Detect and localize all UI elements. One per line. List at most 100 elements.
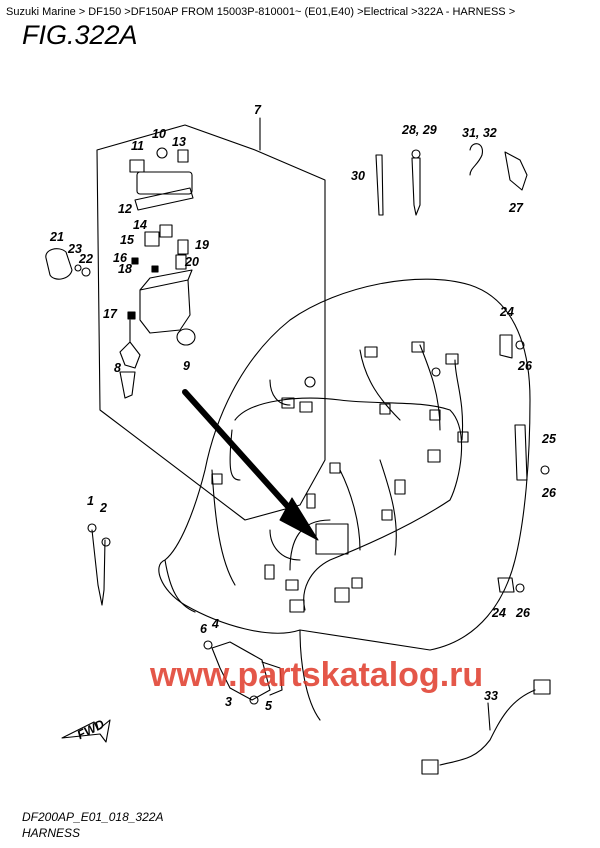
callout-17: 17	[103, 307, 118, 321]
extension-harness-33	[439, 689, 536, 766]
breadcrumb[interactable]: Suzuki Marine > DF150 >DF150AP FROM 1500…	[6, 6, 516, 18]
connector	[381, 509, 393, 521]
connector	[211, 473, 223, 485]
callout-22: 22	[78, 252, 93, 266]
fuse-13	[177, 149, 189, 163]
callout-8: 8	[114, 361, 121, 375]
connector	[445, 353, 459, 365]
grommet-9	[176, 328, 196, 346]
callout-26-bottom: 26	[515, 606, 531, 620]
figure-title: FIG.322A	[22, 20, 138, 50]
callout-24-bottom: 24	[491, 606, 506, 620]
fwd-label: FWD	[75, 717, 107, 742]
bolt-26-mid	[540, 465, 550, 475]
pointer-arrow-shaft	[182, 389, 303, 523]
connector	[281, 397, 295, 409]
connector	[264, 564, 275, 580]
engine-cover-outline	[158, 278, 531, 651]
clip-17	[127, 311, 136, 320]
callout-1: 1	[87, 494, 94, 508]
connector	[285, 579, 299, 591]
grommet	[304, 376, 316, 388]
ground-wire-1	[91, 529, 103, 606]
relay-15	[144, 231, 160, 247]
callout-31-32: 31, 32	[462, 126, 497, 140]
callout-15: 15	[120, 233, 135, 247]
connector	[306, 493, 316, 509]
bolt-6	[203, 640, 213, 650]
fuse-seal-12	[134, 187, 194, 211]
terminal-1	[87, 523, 97, 533]
fuse-19	[177, 239, 189, 255]
clip-18	[151, 265, 159, 273]
relay-14	[159, 224, 173, 238]
callout-24-top: 24	[499, 305, 514, 319]
harness-lead-8	[119, 319, 141, 369]
bracket-25	[514, 424, 528, 481]
nut-22	[81, 267, 91, 277]
bracket-24-top	[499, 334, 513, 359]
watermark: www.partskatalog.ru	[150, 656, 484, 694]
parts-box-outline	[96, 124, 326, 521]
callout-2: 2	[99, 501, 107, 515]
bracket-24-bottom	[497, 577, 515, 593]
cable-tie-28-29	[411, 157, 421, 216]
callout-16: 16	[113, 251, 128, 265]
pointer-arrow-head	[279, 497, 319, 541]
nut-5	[249, 695, 259, 705]
bolt-26-top	[515, 340, 525, 350]
connector	[427, 449, 441, 463]
connector-33-b	[421, 759, 439, 775]
clip-27	[504, 151, 528, 191]
connector-33-a	[533, 679, 551, 695]
connector	[457, 431, 469, 443]
bolt-26-bottom	[515, 583, 525, 593]
engine-cover-lower	[164, 559, 321, 721]
callout-11: 11	[131, 139, 144, 153]
fuse-box-9	[139, 279, 191, 334]
washer-23	[74, 264, 82, 272]
clip-31-32	[469, 143, 483, 176]
tie-head-28	[411, 149, 421, 159]
connector	[299, 401, 313, 413]
connector	[379, 403, 391, 415]
callout-4: 4	[211, 617, 219, 631]
callout-33: 33	[484, 689, 498, 703]
ground-wire-2	[101, 539, 106, 606]
connector	[351, 577, 363, 589]
fuse-20	[175, 254, 187, 270]
nut-10	[156, 147, 168, 159]
connector	[394, 479, 406, 495]
callout-labels: 7 10 13 11 12 14 15 19 16 20 18 17 9 8 2…	[49, 103, 557, 742]
diagram-code: DF200AP_E01_018_322A	[22, 810, 164, 824]
fwd-arrow	[61, 719, 111, 743]
lower-bracket-3	[211, 641, 271, 701]
callout-10: 10	[152, 127, 166, 141]
connector	[429, 409, 441, 421]
diagram-name: HARNESS	[22, 826, 81, 840]
junction-box	[315, 523, 349, 555]
clip-16	[131, 257, 139, 265]
connector	[329, 462, 341, 474]
terminal-2	[101, 537, 111, 547]
callout-5: 5	[265, 699, 273, 713]
connector	[364, 346, 378, 358]
callout-20: 20	[184, 255, 199, 269]
connector	[334, 587, 350, 603]
cap-21	[45, 248, 73, 280]
fuse-box-9-rim	[139, 269, 193, 291]
connector	[289, 599, 305, 613]
callout-21: 21	[49, 230, 64, 244]
callout-26-mid: 26	[541, 486, 557, 500]
harness-main	[229, 344, 464, 611]
leader-33	[487, 702, 491, 731]
callout-23: 23	[67, 242, 82, 256]
callout-25: 25	[541, 432, 557, 446]
callout-27: 27	[508, 201, 524, 215]
fuse-cover-12	[136, 171, 193, 195]
connector	[411, 341, 425, 353]
callout-26-top: 26	[517, 359, 533, 373]
cable-tie-30	[375, 154, 384, 216]
callout-12: 12	[118, 202, 132, 216]
